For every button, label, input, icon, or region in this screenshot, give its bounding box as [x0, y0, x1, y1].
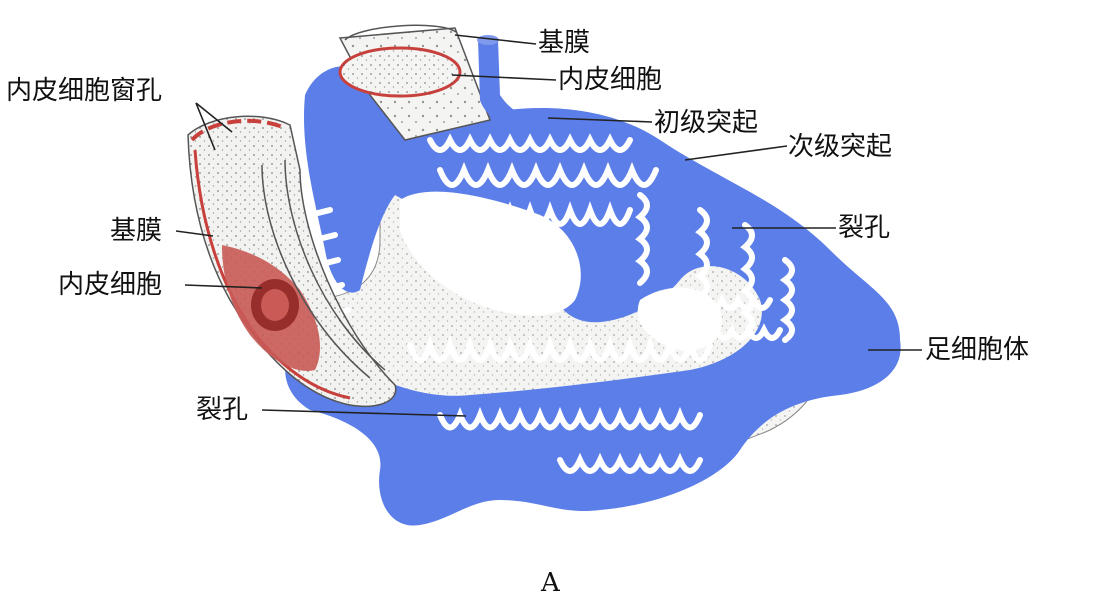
- capillary-left-segment: [187, 115, 397, 407]
- label-slit-pore-bottom: 裂孔: [196, 395, 249, 425]
- label-endothelial-cell-left: 内皮细胞: [58, 270, 163, 300]
- label-podocyte-body: 足细胞体: [925, 335, 1030, 365]
- label-primary-process: 初级突起: [654, 108, 759, 138]
- figure-caption: A: [541, 568, 560, 598]
- label-basement-membrane-top: 基膜: [538, 28, 591, 58]
- capillary-top-segment: [338, 24, 492, 141]
- label-secondary-process: 次级突起: [788, 132, 893, 162]
- label-endothelial-cell-top: 内皮细胞: [558, 65, 663, 95]
- foot-processes: [287, 133, 795, 474]
- label-endothelial-fenestrae: 内皮细胞窗孔: [6, 76, 163, 106]
- leader-lines: [175, 34, 922, 417]
- label-basement-membrane-left: 基膜: [110, 216, 163, 246]
- label-slit-pore-right: 裂孔: [838, 213, 891, 243]
